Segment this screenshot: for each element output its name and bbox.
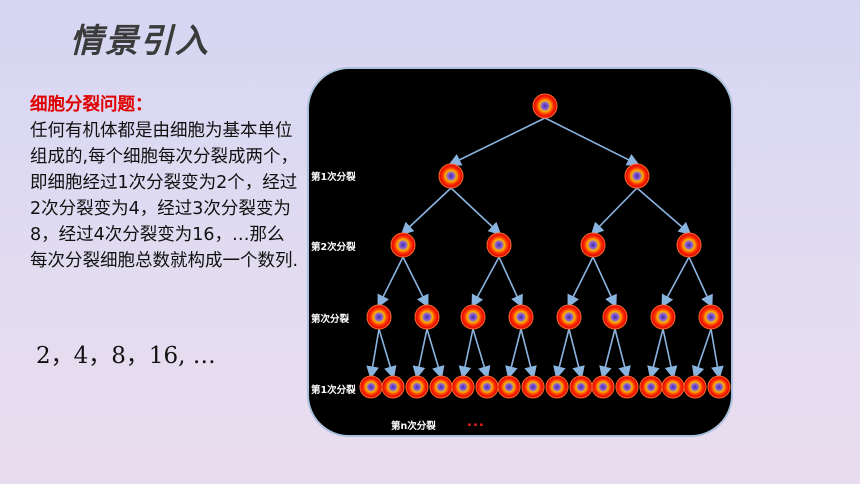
cell-icon [486,232,512,258]
division-arrow [688,256,713,308]
final-level-label: 第n次分裂 [391,421,436,432]
division-arrow [505,328,522,380]
cell-icon [429,375,453,399]
cell-icon [381,375,405,399]
cell-icon [405,375,429,399]
level-label-1: 第1次分裂 [311,172,356,183]
cell-icon [707,375,731,399]
cell-icon [591,375,615,399]
division-arrow [366,328,380,380]
level-label-4: 第1次分裂 [311,385,356,396]
division-arrow [472,328,491,380]
cell-icon [521,375,545,399]
division-arrow [710,328,724,380]
division-arrow [450,187,502,236]
problem-body: 任何有机体都是由细胞为基本单位组成的,每个细胞每次分裂成两个，即细胞经过1次分裂… [30,121,299,271]
cell-icon [438,163,464,189]
cell-icon [532,93,558,119]
division-arrow [448,117,546,166]
division-arrow [647,328,664,380]
cell-division-diagram: 第1次分裂 第2次分裂 第次分裂 第1次分裂 第n次分裂 ... [307,67,733,437]
cell-icon [683,375,707,399]
problem-heading: 细胞分裂问题： [30,95,153,115]
division-arrow [520,328,537,380]
cell-icon [624,163,650,189]
division-arrow [402,256,429,308]
ellipsis-dots: ... [467,415,485,430]
division-arrow [377,256,404,308]
cell-icon [460,304,486,330]
cell-icon [602,304,628,330]
division-arrow [412,328,428,380]
cell-icon [359,375,383,399]
division-arrow [614,328,631,380]
level-label-2: 第2次分裂 [311,242,356,253]
division-arrow [692,328,712,380]
cell-icon [569,375,593,399]
division-tree [359,93,731,399]
division-arrow [590,187,638,236]
division-arrow [636,187,692,236]
cell-icon [650,304,676,330]
problem-text: 细胞分裂问题： 任何有机体都是由细胞为基本单位组成的,每个细胞每次分裂成两个，即… [30,92,300,274]
cell-icon [390,232,416,258]
division-arrow [378,328,397,380]
division-arrow [568,328,585,380]
division-arrow [458,328,474,380]
cell-icon [545,375,569,399]
division-arrow [661,256,690,308]
level-label-3: 第次分裂 [311,314,350,325]
division-arrow [498,256,523,308]
cell-icon [414,304,440,330]
division-arrow [592,256,617,308]
cell-icon [451,375,475,399]
division-arrow [400,187,452,236]
division-arrow [544,117,640,166]
division-arrow [471,256,500,308]
division-arrow [553,328,570,380]
cell-icon [661,375,685,399]
cell-icon [639,375,663,399]
cell-icon [556,304,582,330]
cell-icon [366,304,392,330]
division-arrow [599,328,616,380]
division-arrow [426,328,445,380]
cell-icon [580,232,606,258]
division-arrow [662,328,678,380]
page-title: 情景引入 [70,21,210,60]
cell-icon [615,375,639,399]
cell-icon [475,375,499,399]
cell-icon [698,304,724,330]
sequence-text: 2，4，8，16, … [36,343,216,369]
cell-icon [497,375,521,399]
division-arrow [567,256,594,308]
cell-icon [508,304,534,330]
cell-icon [676,232,702,258]
